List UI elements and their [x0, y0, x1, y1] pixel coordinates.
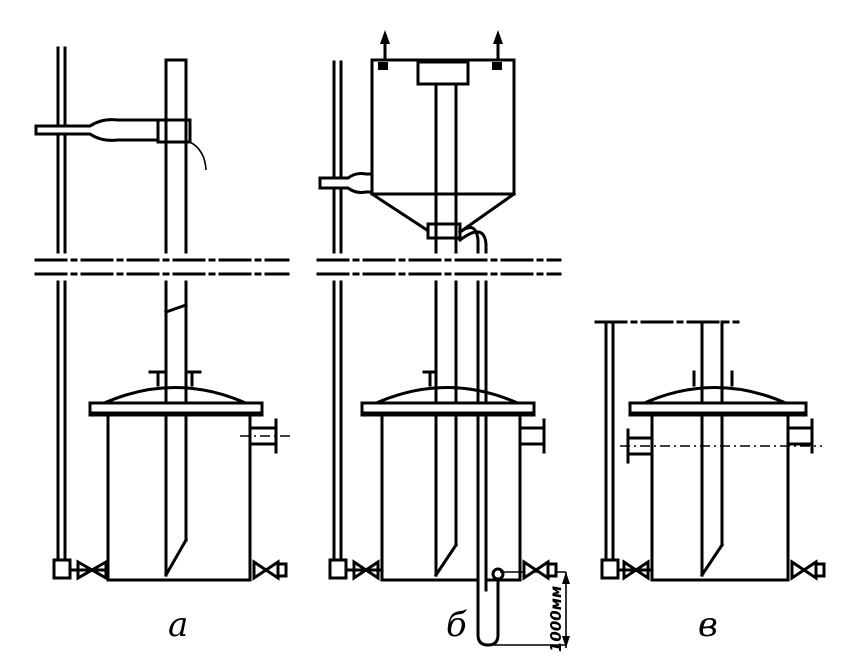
figure-b: 1000мм б — [316, 30, 570, 652]
clamp-a — [34, 118, 207, 171]
vessel-v — [620, 370, 822, 582]
dimension-line — [562, 572, 570, 648]
tube-b — [433, 82, 459, 578]
break-lines-a — [34, 258, 290, 276]
dimension-label: 1000мм — [547, 586, 565, 652]
valve-v-right — [790, 559, 826, 581]
overflow-pipe — [457, 226, 488, 592]
feed-tank — [369, 30, 517, 240]
valve-a-right — [252, 559, 288, 581]
valve-v-left — [600, 558, 654, 581]
stand-rod-b — [332, 60, 343, 562]
valve-a-left — [52, 558, 110, 581]
stand-rod-v — [604, 320, 615, 562]
label-v: в — [698, 605, 718, 645]
valve-b-left — [328, 558, 384, 581]
vessel-a — [88, 370, 290, 582]
tube-a — [163, 58, 189, 578]
figure-a: а — [34, 46, 290, 645]
vessel-b — [360, 370, 546, 582]
stand-rod-a — [56, 46, 67, 562]
figure-v: в — [594, 320, 826, 645]
tube-v — [699, 320, 725, 578]
label-b: б — [446, 605, 467, 645]
valve-b-right — [522, 559, 558, 581]
clamp-b — [318, 172, 374, 194]
label-a: а — [168, 605, 188, 645]
break-lines-b — [316, 258, 562, 276]
